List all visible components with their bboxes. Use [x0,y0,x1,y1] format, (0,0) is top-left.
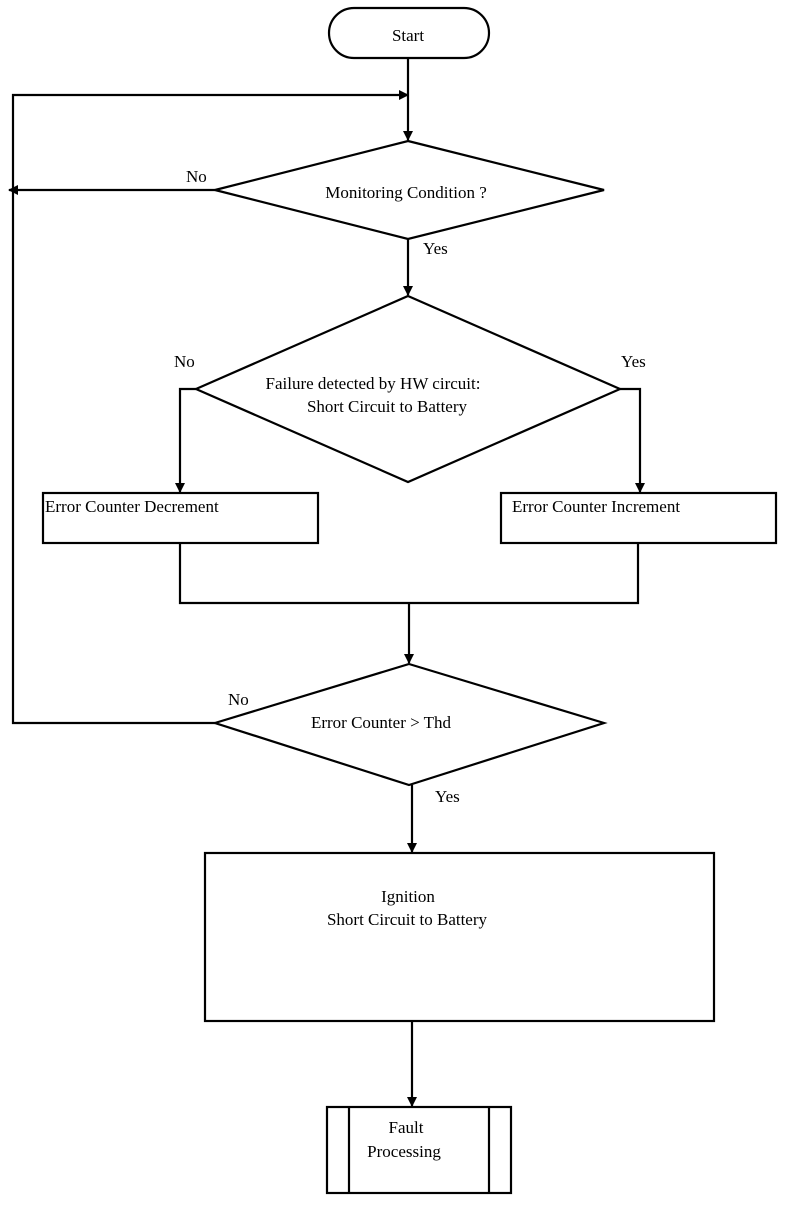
start-label: Start [392,26,424,45]
connector-failure-yes [620,387,645,493]
decrement-label: Error Counter Decrement [45,497,219,516]
monitoring-yes-label: Yes [423,239,448,258]
threshold-decision [211,662,608,787]
increment-label: Error Counter Increment [512,497,680,516]
fault-label-line2: Processing [367,1142,441,1161]
threshold-yes-label: Yes [435,787,460,806]
connector-failure-no [175,387,196,493]
ignition-label-line1: Ignition [381,887,435,906]
failure-decision [193,294,623,484]
monitoring-label: Monitoring Condition ? [325,183,487,202]
ignition-box [203,851,716,1023]
monitoring-no-label: No [186,167,207,186]
fault-label-line1: Fault [389,1118,424,1137]
failure-label-line2: Short Circuit to Battery [307,397,468,416]
threshold-label: Error Counter > Thd [311,713,452,732]
decrement-box [41,491,320,545]
threshold-no-label: No [228,690,249,709]
merge-line [178,543,640,605]
failure-no-label: No [174,352,195,371]
failure-yes-label: Yes [621,352,646,371]
failure-label-line1: Failure detected by HW circuit: [266,374,481,393]
loop-back-line [11,90,409,725]
fault-processing-box [325,1105,513,1195]
ignition-label-line2: Short Circuit to Battery [327,910,488,929]
